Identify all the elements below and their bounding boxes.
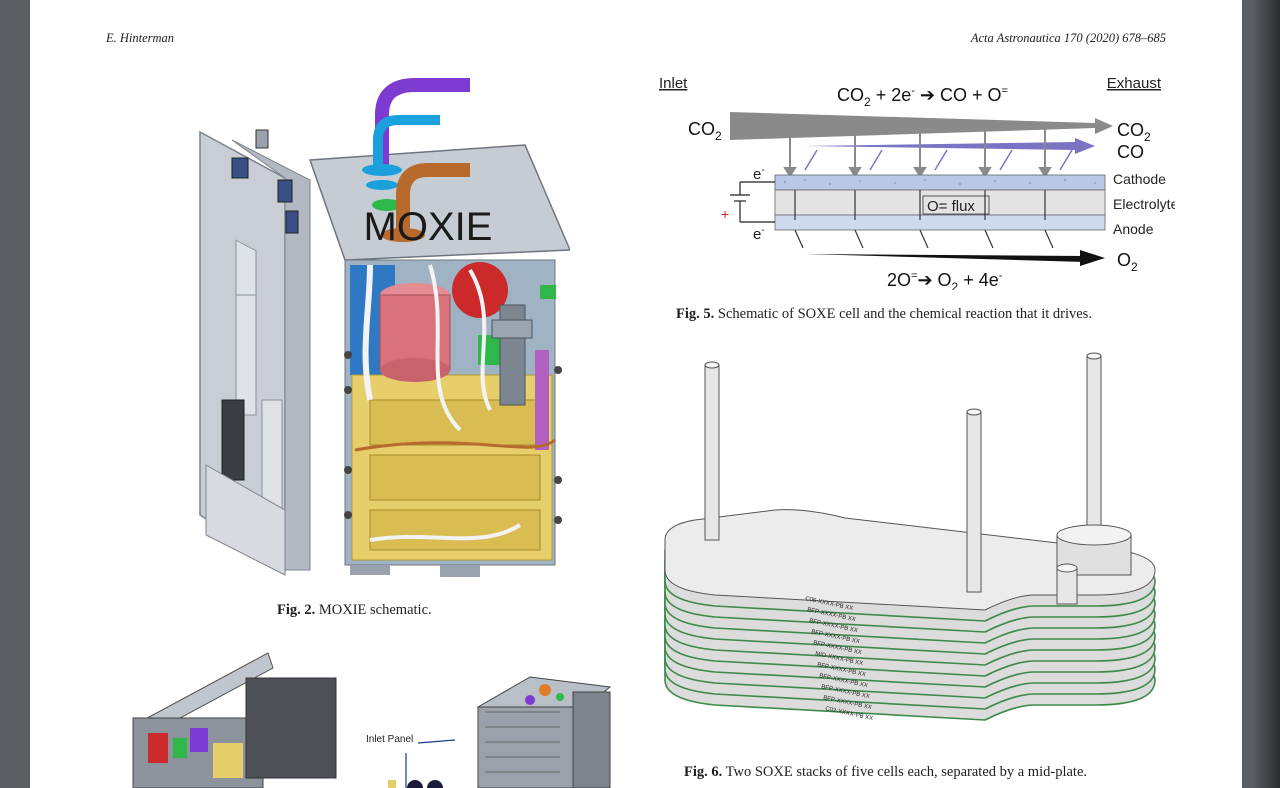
fig5-label: Fig. 5. xyxy=(676,306,715,322)
pdf-page: E. Hinterman Acta Astronautica 170 (2020… xyxy=(30,0,1242,788)
o2-exhaust-label: O2 xyxy=(1117,250,1138,274)
moxie-schematic-figure: MOXIE xyxy=(199,78,570,577)
fig2-caption-text: MOXIE schematic. xyxy=(318,602,432,618)
running-header-journal: Acta Astronautica 170 (2020) 678–685 xyxy=(970,31,1166,45)
stack-plate xyxy=(664,509,1156,611)
fig6-caption: Fig. 6. Two SOXE stacks of five cells ea… xyxy=(684,764,1087,781)
fig2-caption: Fig. 2. MOXIE schematic. xyxy=(277,602,432,619)
bottom-right-cad-figure xyxy=(476,676,612,788)
co-exhaust-label: CO xyxy=(1117,142,1144,162)
soxe-cell-schematic: Inlet Exhaust CO2 + 2e- ➔ CO + O= CO2 CO… xyxy=(659,75,1175,290)
fig6-caption-text: Two SOXE stacks of five cells each, sepa… xyxy=(725,764,1088,780)
running-header-author: E. Hinterman xyxy=(106,31,175,45)
bottom-left-cad-figure xyxy=(132,652,337,788)
inlet-panel-label: Inlet Panel xyxy=(366,734,414,745)
electron-anode: e- xyxy=(753,225,765,243)
electron-cathode: e- xyxy=(753,165,765,183)
co2-inlet-label: CO2 xyxy=(688,119,722,143)
fig5-caption: Fig. 5. Schematic of SOXE cell and the c… xyxy=(676,306,1092,323)
layer-cathode: Cathode xyxy=(1113,171,1166,187)
moxie-overlay-text: MOXIE xyxy=(364,205,493,249)
layer-anode: Anode xyxy=(1113,221,1154,237)
fig2-label: Fig. 2. xyxy=(277,602,316,618)
anode-reaction-equation: 2O=➔ O2 + 4e- xyxy=(887,270,1003,290)
layer-electrolyte: Electrolyte xyxy=(1113,196,1175,212)
exhaust-label: Exhaust xyxy=(1107,75,1162,92)
bottom-center-callout xyxy=(388,739,456,788)
fig6-label: Fig. 6. xyxy=(684,764,723,780)
co2-exhaust-label: CO2 xyxy=(1117,120,1151,144)
cathode-reaction-equation: CO2 + 2e- ➔ CO + O= xyxy=(837,85,1008,109)
fig5-caption-text: Schematic of SOXE cell and the chemical … xyxy=(717,306,1092,322)
oxygen-flux-label: O= flux xyxy=(927,198,975,215)
viewer-background xyxy=(1252,0,1280,788)
inlet-label: Inlet xyxy=(659,75,688,92)
polarity-plus: + xyxy=(721,206,729,222)
tie-rods xyxy=(704,352,1132,605)
